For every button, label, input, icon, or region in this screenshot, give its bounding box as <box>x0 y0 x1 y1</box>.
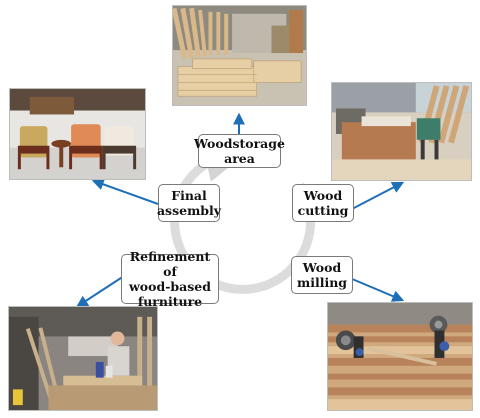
wood-cutting-label: Wood cutting <box>292 184 354 222</box>
woodstorage-label-line2: area <box>224 151 255 166</box>
final-assembly-label: Final assembly <box>156 184 222 222</box>
arrow-to-final-photo <box>91 178 159 205</box>
refinement-label-line3: furniture <box>137 294 203 309</box>
wood-milling-label: Wood milling <box>291 256 353 294</box>
arrow-to-refinement-photo <box>75 275 125 308</box>
final-assembly-photo <box>9 88 146 180</box>
wood-cutting-label-line2: cutting <box>297 203 349 218</box>
arrow-to-cutting <box>351 181 405 210</box>
wood-milling-label-line2: milling <box>296 275 348 290</box>
woodstorage-label-line1: Woodstorage <box>194 136 285 151</box>
woodstorage-label: Woodstorage area <box>194 134 285 168</box>
refinement-label: Refinement of wood-based furniture <box>121 249 219 309</box>
wood-milling-photo <box>327 302 473 411</box>
refinement-label-line2: wood-based <box>129 279 211 294</box>
arrow-to-milling <box>344 275 405 302</box>
final-assembly-label-line2: assembly <box>156 203 222 218</box>
wood-cutting-photo <box>331 82 472 181</box>
final-assembly-label-line1: Final <box>171 188 207 203</box>
woodstorage-photo <box>172 5 307 106</box>
refinement-label-line1: Refinement of <box>129 249 211 279</box>
wood-milling-label-line1: Wood <box>302 260 342 275</box>
wood-cutting-label-line1: Wood <box>303 188 343 203</box>
refinement-photo <box>8 306 158 411</box>
